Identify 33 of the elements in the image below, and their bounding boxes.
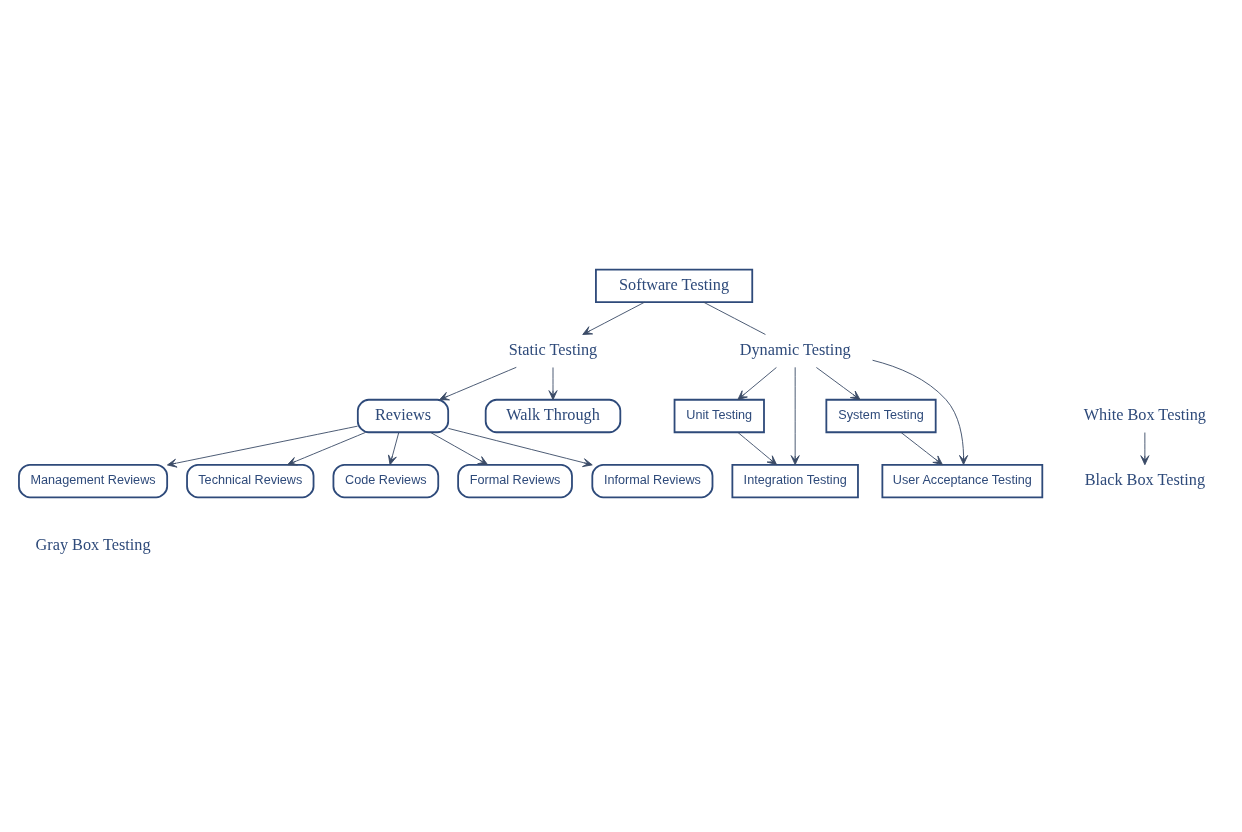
- arrow: [582, 301, 645, 335]
- node-box: Formal Reviews: [457, 463, 573, 499]
- arrow: [439, 366, 517, 401]
- node-box: Management Reviews: [18, 463, 169, 499]
- arrow: [388, 432, 400, 466]
- node-box: Technical Reviews: [186, 463, 315, 499]
- node-text: Dynamic Testing: [739, 340, 851, 359]
- node-box: Unit Testing: [673, 398, 765, 434]
- arrow: [737, 367, 777, 401]
- node-box: Software Testing: [595, 268, 754, 304]
- arrow: [737, 432, 778, 466]
- arrow: [287, 431, 367, 466]
- arrow: [1140, 432, 1150, 466]
- node-box: Reviews: [356, 398, 450, 434]
- node-box: Integration Testing: [731, 463, 859, 499]
- arrow: [548, 367, 558, 401]
- arrow: [900, 432, 943, 466]
- node-text: Black Box Testing: [1084, 471, 1206, 490]
- node-box: System Testing: [825, 398, 937, 434]
- node-box: Walk Through: [484, 398, 622, 434]
- arrow: [166, 425, 359, 468]
- arrow: [790, 366, 800, 466]
- node-text: Static Testing: [508, 340, 598, 359]
- arrow: [429, 431, 488, 466]
- arrow: [872, 359, 969, 465]
- arrow: [815, 367, 861, 401]
- connector: [703, 301, 766, 335]
- node-box: User Acceptance Testing: [881, 463, 1044, 499]
- node-box: Code Reviews: [332, 463, 440, 499]
- label: Gray Box Testing: [35, 536, 151, 555]
- node-box: Informal Reviews: [591, 463, 714, 499]
- node-text: White Box Testing: [1083, 405, 1206, 424]
- arrow: [448, 428, 593, 468]
